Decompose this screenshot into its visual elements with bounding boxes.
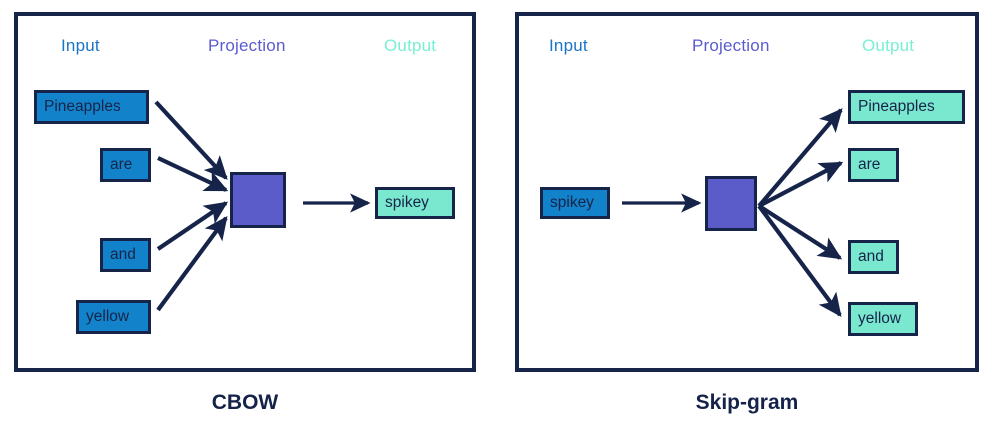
cbow-column-label-projection: Projection <box>208 36 286 55</box>
cbow-column-label-output: Output <box>384 36 437 55</box>
caption-skipgram: Skip-gram <box>695 391 799 414</box>
caption-cbow: CBOW <box>211 391 279 414</box>
cbow-input-node-yellow[interactable]: yellow <box>76 300 151 334</box>
cbow-input-node-and[interactable]: and <box>100 238 151 272</box>
skipgram-output-node-are[interactable]: are <box>848 148 899 182</box>
cbow-projection-box[interactable] <box>230 172 286 228</box>
skipgram-column-label-output: Output <box>862 36 915 55</box>
skipgram-output-node-and[interactable]: and <box>848 240 899 274</box>
cbow-input-node-are[interactable]: are <box>100 148 151 182</box>
skipgram-column-label-input: Input <box>549 36 588 55</box>
skipgram-projection-box[interactable] <box>705 176 757 231</box>
cbow-input-node-pineapples[interactable]: Pineapples <box>34 90 149 124</box>
cbow-output-node-spikey[interactable]: spikey <box>375 187 455 219</box>
skipgram-output-node-pineapples[interactable]: Pineapples <box>848 90 965 124</box>
skipgram-input-node-spikey[interactable]: spikey <box>540 187 610 219</box>
cbow-column-label-input: Input <box>61 36 100 55</box>
skipgram-column-label-projection: Projection <box>692 36 770 55</box>
skipgram-output-node-yellow[interactable]: yellow <box>848 302 918 336</box>
